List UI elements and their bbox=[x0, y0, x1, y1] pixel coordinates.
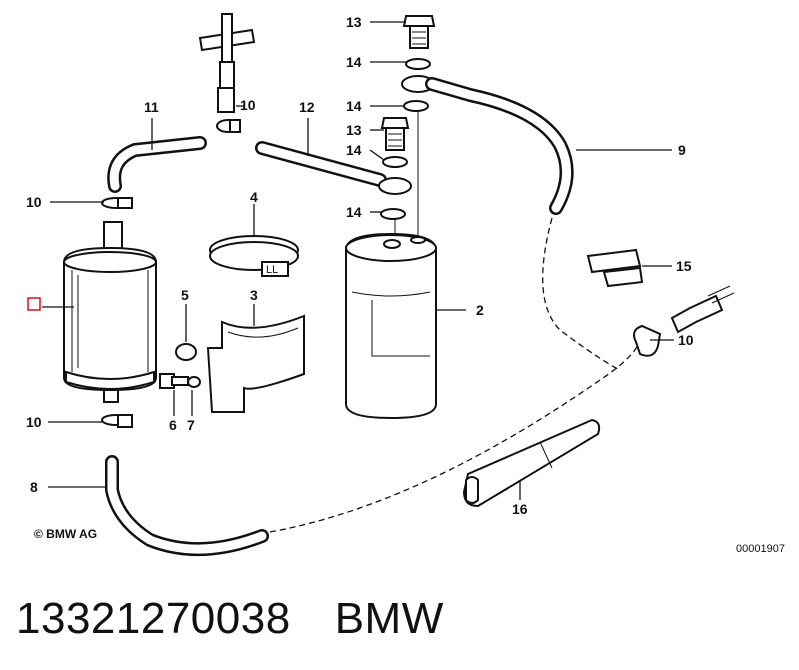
callout-3: 3 bbox=[250, 287, 258, 303]
leader-14-c bbox=[369, 149, 385, 161]
line-end-fitting bbox=[670, 285, 735, 334]
hose-clamp-10-lower bbox=[101, 414, 133, 428]
callout-12: 12 bbox=[299, 99, 315, 115]
bolt-6 bbox=[159, 373, 189, 389]
callout-9: 9 bbox=[678, 142, 686, 158]
t-piece-connector bbox=[198, 13, 256, 133]
callout-2: 2 bbox=[476, 302, 484, 318]
fuel-filter bbox=[63, 221, 157, 403]
callout-4: 4 bbox=[250, 189, 258, 205]
callout-11: 11 bbox=[144, 99, 159, 115]
callout-7: 7 bbox=[187, 417, 195, 433]
fuel-hose-12 bbox=[255, 141, 387, 187]
callout-8: 8 bbox=[30, 479, 38, 495]
callout-13-low: 13 bbox=[346, 122, 362, 138]
edge-protector-16 bbox=[462, 418, 601, 508]
banjo-bolt-13-upper bbox=[402, 15, 436, 49]
banjo-fitting-lower bbox=[378, 177, 412, 195]
part-number: 13321270038 bbox=[16, 594, 291, 643]
banjo-bolt-13-lower bbox=[380, 117, 410, 151]
callout-5: 5 bbox=[181, 287, 189, 303]
svg-text:LL: LL bbox=[266, 264, 278, 276]
sealing-washer-14-b bbox=[403, 100, 429, 112]
holder-3 bbox=[206, 314, 305, 413]
washer-7 bbox=[187, 376, 201, 388]
parts-diagram: LL bbox=[26, 13, 785, 557]
hose-clamp-10-upper bbox=[101, 197, 133, 209]
fuel-accumulator-2 bbox=[345, 232, 437, 420]
callout-6: 6 bbox=[169, 417, 177, 433]
caption-bar: 13321270038 BMW bbox=[16, 584, 444, 654]
callout-15: 15 bbox=[676, 258, 692, 274]
callout-10-lower: 10 bbox=[26, 414, 42, 430]
callout-10-right: 10 bbox=[678, 332, 694, 348]
hose-route-line-9 bbox=[542, 217, 621, 371]
copyright-notice: © BMW AG bbox=[34, 527, 97, 541]
banjo-fitting-upper bbox=[401, 75, 574, 215]
sealing-washer-14-c bbox=[382, 156, 408, 168]
callout-10-top: 10 bbox=[240, 97, 256, 113]
callout-14-a: 14 bbox=[346, 54, 362, 70]
callout-13-top: 13 bbox=[346, 14, 362, 30]
callout-14-d: 14 bbox=[346, 204, 362, 220]
fuel-hose-11 bbox=[107, 136, 207, 193]
rubber-mount-5 bbox=[175, 343, 197, 361]
clamp-band-4: LL bbox=[209, 235, 299, 277]
sealing-washer-14-a bbox=[405, 58, 431, 70]
drawing-number: 00001907 bbox=[736, 543, 785, 555]
hose-clamp-10-right bbox=[633, 324, 662, 357]
brand-name: BMW bbox=[334, 594, 444, 643]
callout-10-left: 10 bbox=[26, 194, 42, 210]
callout-14-c: 14 bbox=[346, 142, 362, 158]
hose-route-line bbox=[269, 344, 639, 533]
clip-15 bbox=[586, 248, 644, 288]
sealing-washer-14-d bbox=[380, 208, 406, 220]
callout-16: 16 bbox=[512, 501, 528, 517]
part-1-marker bbox=[27, 297, 41, 311]
callout-14-b: 14 bbox=[346, 98, 362, 114]
fuel-hose-8 bbox=[105, 455, 269, 557]
